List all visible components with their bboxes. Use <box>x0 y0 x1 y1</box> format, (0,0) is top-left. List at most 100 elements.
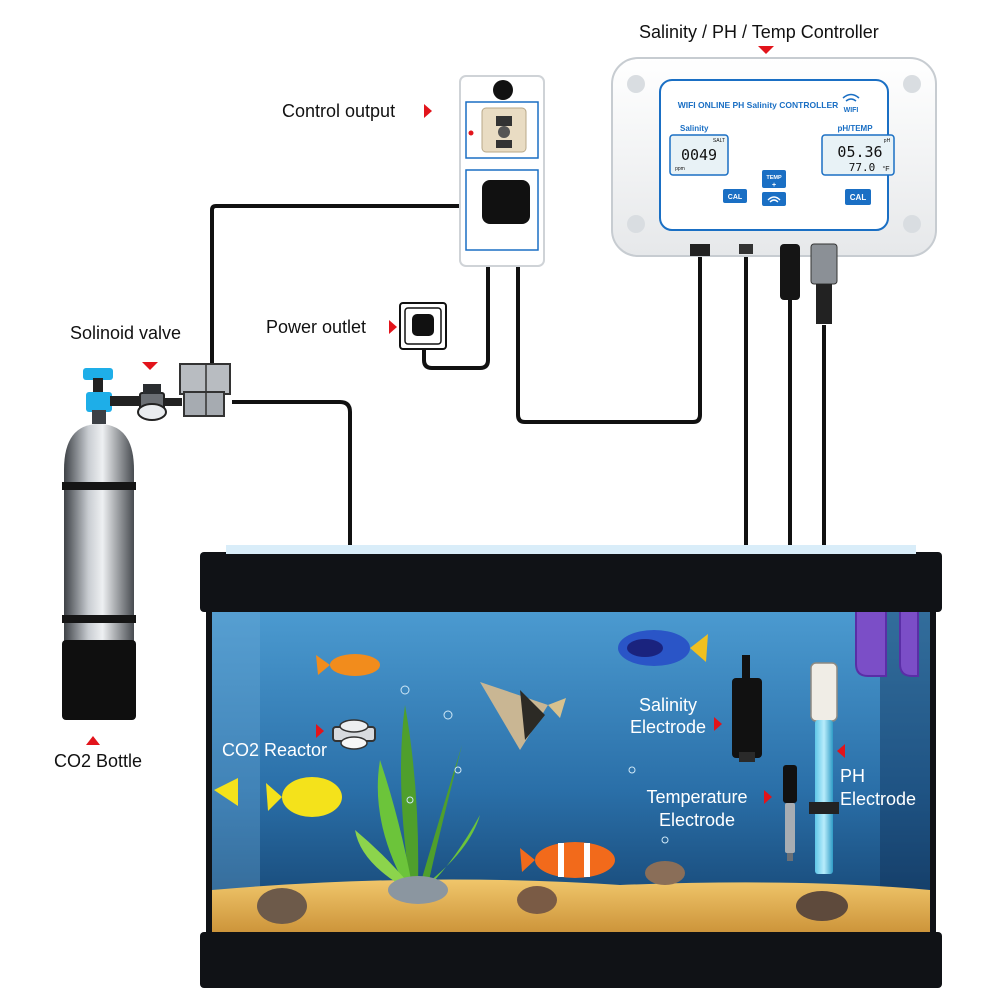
arrow-co2-bottle <box>86 736 100 745</box>
solenoid-coil <box>179 363 231 395</box>
tank-top-frame <box>200 552 942 612</box>
rock-icon <box>517 886 557 914</box>
ph-unit: pH <box>884 138 891 144</box>
wifi-button-icon <box>767 196 781 203</box>
salinity-electrode-icon <box>732 655 762 762</box>
power-outlet <box>399 302 447 350</box>
port-salinity <box>739 244 753 254</box>
co2-bottle-label: CO2 Bottle <box>54 751 143 771</box>
return-pipe <box>855 612 919 677</box>
bottle-band-mid <box>62 615 136 623</box>
bottle-band-top <box>62 482 136 490</box>
arrow-power-outlet <box>389 320 397 334</box>
cal-right-button[interactable] <box>845 189 871 205</box>
solenoid-base <box>183 391 225 417</box>
salinity-unit-bottom: ppm <box>675 166 685 172</box>
co2-tube <box>232 400 352 725</box>
cal-left-button[interactable] <box>723 189 747 203</box>
cable-valve-to-output <box>210 204 485 365</box>
bottle-valve-handle <box>83 368 113 380</box>
controller-title: Salinity / PH / Temp Controller <box>639 22 879 42</box>
fish-icon <box>480 682 566 750</box>
arrow-solenoid <box>142 362 158 370</box>
controller-brand: WIFI ONLINE PH Salinity CONTROLLER <box>678 100 839 110</box>
valve-connector <box>164 398 182 406</box>
arrow-controller <box>758 46 774 54</box>
arrow-control-output <box>424 104 432 118</box>
control-output-label: Control output <box>282 101 396 121</box>
fish-icon <box>214 777 342 817</box>
arrow-temperature <box>764 790 772 804</box>
bottle-valve-outlet <box>110 396 140 406</box>
plant-icon <box>355 705 480 885</box>
cal-left-label: CAL <box>728 194 743 201</box>
wifi-icon <box>842 93 860 102</box>
tank-bottom-frame <box>200 932 942 988</box>
rock-icon <box>257 888 307 924</box>
plus-button-label: + <box>772 182 776 189</box>
salinity-screen-label: Salinity <box>680 124 709 133</box>
salinity-ph-temp-controller: WIFI ONLINE PH Salinity CONTROLLER WIFI … <box>611 57 937 324</box>
ph-temp-lcd <box>821 134 895 176</box>
fuse-icon <box>493 80 513 100</box>
power-plug <box>482 180 530 224</box>
bottle-neck <box>92 410 106 424</box>
cable-outlet-to-controller <box>516 250 702 424</box>
ph-value: 05.36 <box>837 143 882 161</box>
port-power <box>690 244 710 256</box>
ph-screen-label: pH/TEMP <box>837 124 873 133</box>
wifi-button[interactable] <box>762 192 786 206</box>
bottle-base <box>62 640 136 720</box>
ph-electrode-label: PH Electrode <box>840 765 916 811</box>
regulator-top <box>143 384 161 394</box>
label-markers <box>86 46 845 804</box>
solenoid-valve <box>137 363 231 421</box>
salinity-electrode-label: Salinity Electrode <box>624 694 712 738</box>
rock-icon <box>796 891 848 921</box>
rock-icon <box>388 876 448 904</box>
cables <box>210 204 826 770</box>
ph-electrode-icon <box>809 662 839 874</box>
arrow-ph <box>837 744 845 758</box>
cal-right-label: CAL <box>850 193 867 202</box>
regulator-dial <box>137 403 167 421</box>
bottle-valve-stem <box>93 378 103 394</box>
salinity-value: 0049 <box>681 146 717 164</box>
co2-bottle <box>62 368 140 720</box>
temp-value: 77.0 <box>849 161 876 174</box>
temperature-electrode-line2: Electrode <box>658 810 736 830</box>
aquarium-tank <box>200 545 942 988</box>
co2-reactor-label: CO2 Reactor <box>222 740 328 760</box>
temperature-electrode-label: Temperature Electrode <box>636 786 758 832</box>
temp-plus-button[interactable] <box>762 170 786 188</box>
co2-reactor <box>332 719 376 750</box>
port-temperature <box>780 244 800 300</box>
tank-left-glass <box>210 612 260 938</box>
temperature-electrode-line1: Temperature <box>646 787 748 807</box>
solenoid-valve-label: Solinoid valve <box>70 323 182 343</box>
salinity-electrode-line1: Salinity <box>638 695 698 715</box>
fish-icon <box>520 842 615 878</box>
outlet-box-body <box>459 75 545 267</box>
cable-outlet-to-power <box>422 262 490 370</box>
bottle-valve-body <box>86 392 112 412</box>
fish-icon <box>316 654 380 676</box>
ph-electrode-line2: Electrode <box>840 789 917 809</box>
fish-icon <box>618 630 708 666</box>
temperature-electrode-icon <box>783 765 797 861</box>
wifi-text: WIFI <box>844 107 859 114</box>
temp-button-label: TEMP <box>766 175 782 181</box>
arrow-salinity <box>714 717 722 731</box>
rock-icon <box>645 861 685 885</box>
arrow-co2-reactor <box>316 724 324 738</box>
ph-electrode-line1: PH <box>840 766 866 786</box>
salinity-electrode-line2: Electrode <box>629 717 707 737</box>
bubbles <box>400 685 669 844</box>
salinity-unit-top: SALT <box>713 138 725 144</box>
bnc-connector <box>810 243 838 285</box>
power-outlet-label: Power outlet <box>266 317 367 337</box>
control-output-box <box>459 75 545 267</box>
salinity-lcd <box>669 134 729 176</box>
temp-unit: °F <box>882 165 889 173</box>
